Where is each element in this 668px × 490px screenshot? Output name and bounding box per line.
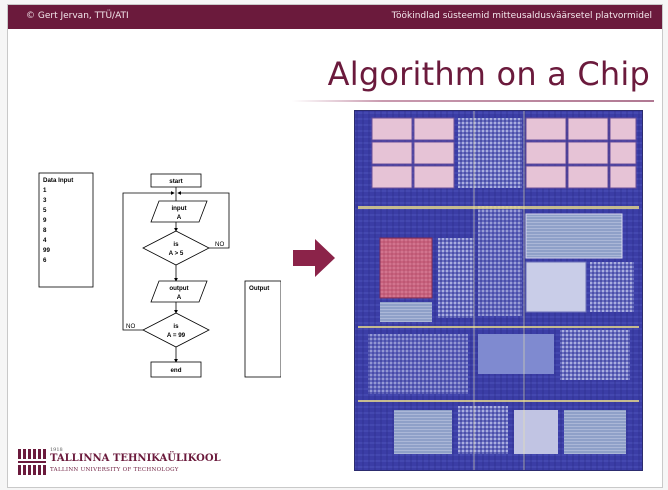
decision-node-2 [142, 312, 210, 348]
data-input-value: 6 [43, 257, 47, 264]
decision-1-no-label: NO [215, 241, 224, 248]
input-variable: A [177, 214, 182, 221]
logo-name-english: TALLINN UNIVERSITY OF TECHNOLOGY [50, 467, 179, 473]
output-box [244, 280, 281, 378]
data-input-value: 4 [43, 237, 47, 244]
data-input-heading: Data Input [43, 177, 73, 184]
decision-2-label: is [173, 323, 179, 330]
start-label: start [169, 178, 182, 185]
end-label: end [170, 367, 181, 374]
end-node [150, 361, 202, 378]
header-course-title: Töökindlad süsteemid mitteusaldusväärset… [391, 11, 652, 21]
slide-title: Algorithm on a Chip [327, 55, 650, 93]
data-input-value: 3 [43, 197, 47, 204]
output-box-heading: Output [249, 285, 269, 292]
university-emblem-icon [18, 449, 46, 475]
input-node [150, 200, 208, 223]
data-input-value: 9 [43, 217, 47, 224]
connector-no-loop [122, 191, 175, 331]
data-input-value: 8 [43, 227, 47, 234]
header-author: © Gert Jervan, TTÜ/ATI [26, 11, 129, 21]
decision-1-label: is [173, 241, 179, 248]
logo-year: 1918 [50, 447, 63, 453]
decision-node-1 [142, 230, 210, 266]
connector-no-loop [177, 191, 230, 249]
data-input-value: 99 [43, 247, 50, 254]
logo-name: TALLINNA TEHNIKAÜLIKOOL [50, 453, 221, 464]
output-variable: A [177, 294, 182, 301]
slide: © Gert Jervan, TTÜ/ATI Töökindlad süstee… [7, 4, 663, 488]
decision-2-no-label: NO [126, 323, 135, 330]
chip-die-image [354, 110, 643, 471]
data-input-box [38, 172, 94, 288]
output-label: output [169, 285, 188, 292]
input-label: input [171, 205, 186, 212]
university-logo: 1918 TALLINNA TEHNIKAÜLIKOOL TALLINN UNI… [18, 447, 221, 477]
title-underline [292, 100, 654, 102]
data-input-value: 5 [43, 207, 47, 214]
right-arrow-icon [293, 239, 335, 277]
algorithm-flowchart: Data Input 1 3 5 9 8 4 99 6 start input … [38, 172, 281, 378]
decision-1-condition: A > 5 [169, 250, 184, 257]
header-bar: © Gert Jervan, TTÜ/ATI Töökindlad süstee… [8, 5, 662, 29]
data-input-value: 1 [43, 187, 47, 194]
decision-2-condition: A = 99 [167, 332, 186, 339]
output-node [150, 280, 208, 303]
